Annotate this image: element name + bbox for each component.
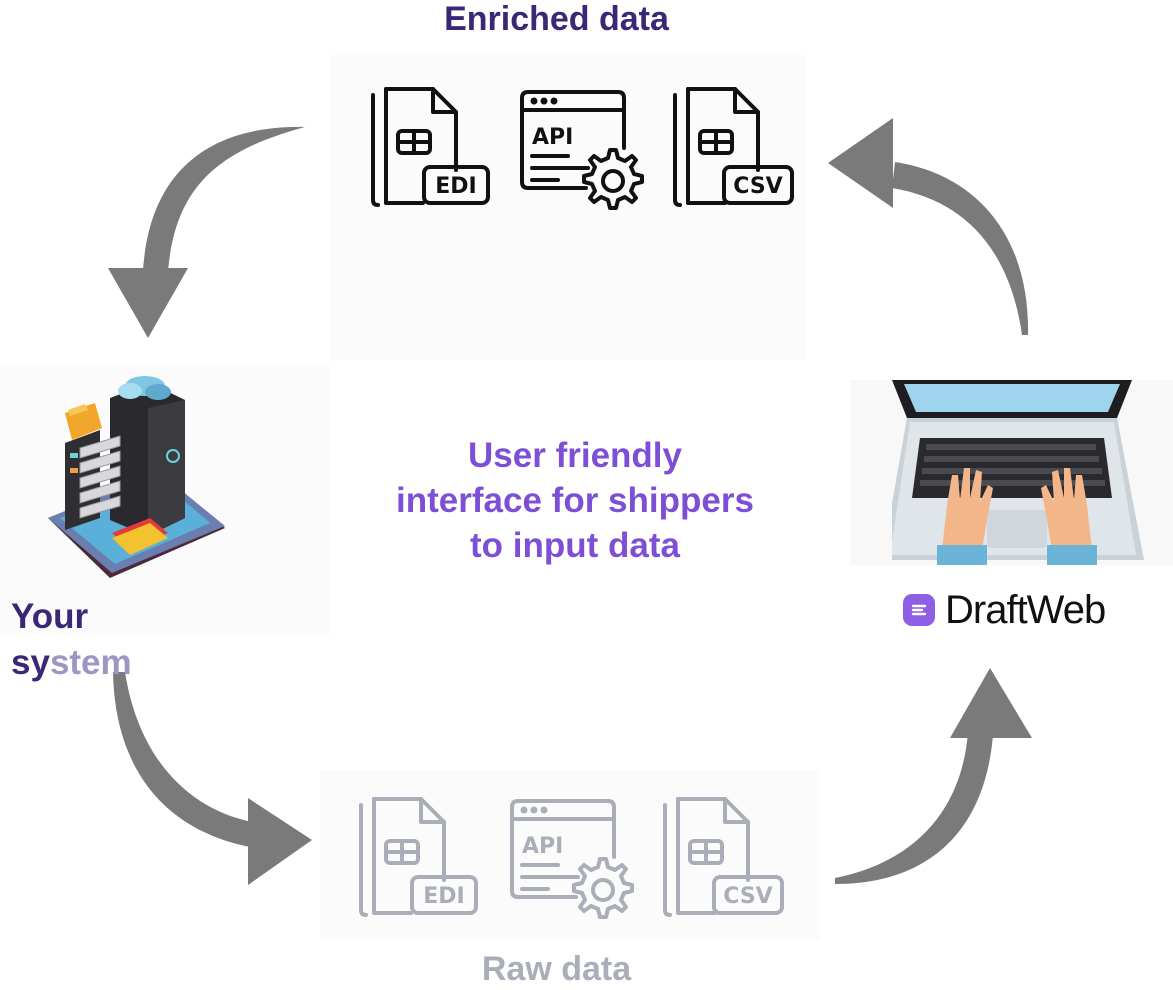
cycle-arrow-icon xyxy=(108,126,305,338)
draftweb-name: DraftWeb xyxy=(945,587,1106,632)
cycle-arrow-icon xyxy=(113,672,312,885)
description-line-1: User friendly xyxy=(468,436,682,475)
your-system-label: Your system xyxy=(11,594,132,686)
raw-csv-label: CSV xyxy=(723,884,772,909)
enriched-data-title: Enriched data xyxy=(444,0,669,38)
enriched-edi-icon: EDI xyxy=(368,85,493,210)
laptop-typing-icon xyxy=(892,380,1144,565)
enriched-api-icon: API xyxy=(518,88,648,218)
raw-data-title: Raw data xyxy=(481,950,632,988)
interface-description: User friendly interface for shippers to … xyxy=(340,433,810,568)
top-panel-bg xyxy=(330,55,805,360)
enriched-csv-icon: CSV xyxy=(670,85,800,210)
enriched-csv-label: CSV xyxy=(733,174,782,199)
your-system-line-2-light: stem xyxy=(49,643,132,682)
description-line-3: to input data xyxy=(470,526,680,565)
raw-csv-icon: CSV xyxy=(660,795,790,920)
description-line-2: interface for shippers xyxy=(396,481,754,520)
enriched-api-label: API xyxy=(532,125,573,150)
draftweb-badge-icon xyxy=(903,594,935,626)
server-building-icon xyxy=(40,368,230,588)
raw-edi-label: EDI xyxy=(423,884,464,909)
enriched-edi-label: EDI xyxy=(435,174,476,199)
cycle-arrow-icon xyxy=(828,118,1029,335)
your-system-line-1: Your xyxy=(11,597,89,636)
cycle-arrow-icon xyxy=(835,668,1032,884)
raw-api-label: API xyxy=(522,834,563,859)
draftweb-logo: DraftWeb xyxy=(903,585,1106,635)
raw-edi-icon: EDI xyxy=(356,795,481,920)
raw-api-icon: API xyxy=(508,797,638,927)
your-system-line-2-dark: sy xyxy=(11,643,50,682)
